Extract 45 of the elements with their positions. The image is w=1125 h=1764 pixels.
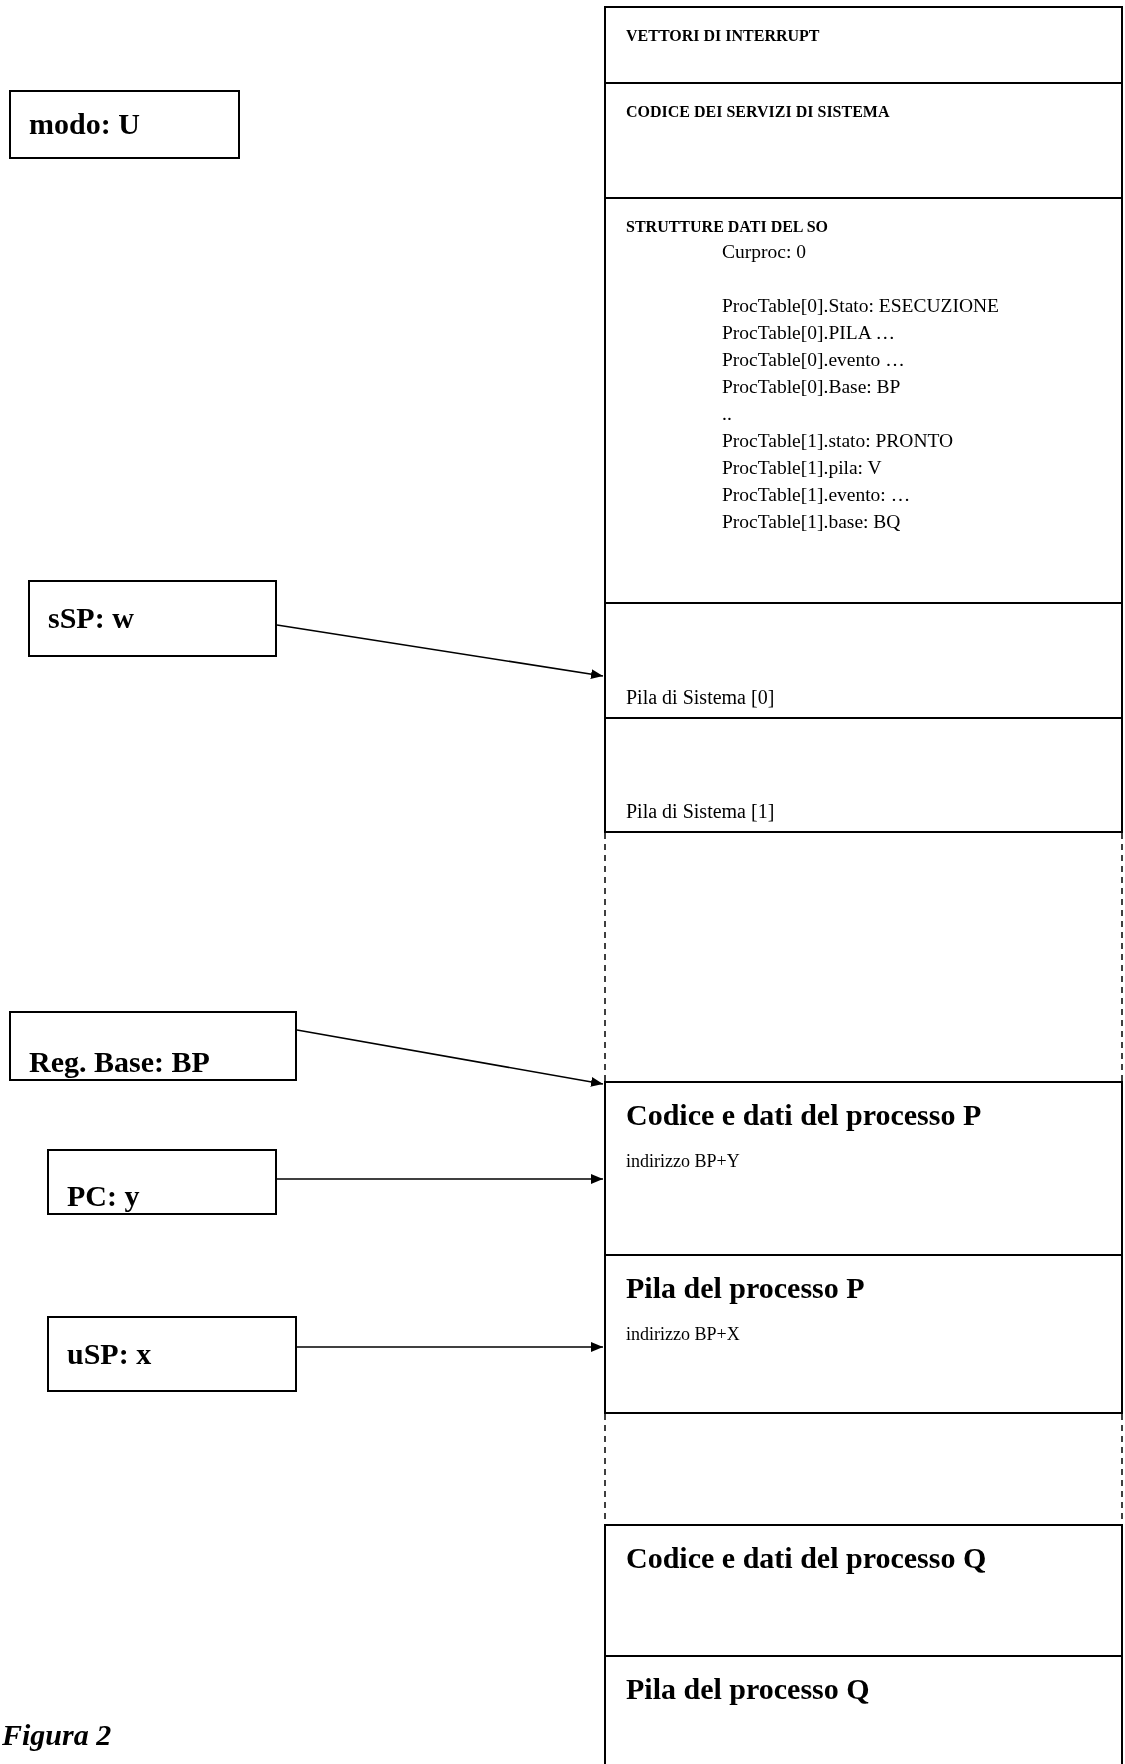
register-box <box>47 1149 277 1215</box>
register-label: Reg. Base: BP <box>29 1044 211 1079</box>
register-box <box>28 580 277 657</box>
register-label: PC: y <box>67 1178 141 1213</box>
memory-entry: ProcTable[0].evento … <box>721 347 906 372</box>
memory-segment <box>604 82 1123 199</box>
register-label: sSP: w <box>48 601 135 636</box>
register-box <box>47 1316 297 1392</box>
memory-segment <box>604 1524 1123 1657</box>
section-heading: STRUTTURE DATI DEL SO <box>626 217 829 237</box>
memory-segment <box>604 1655 1123 1764</box>
figure-caption: Figura 2 <box>2 1718 112 1752</box>
memory-entry: ProcTable[0].PILA … <box>721 320 896 345</box>
section-heading: Codice e dati del processo P <box>626 1097 983 1133</box>
address-label: indirizzo BP+Y <box>626 1151 741 1172</box>
memory-entry: ProcTable[1].base: BQ <box>721 509 902 534</box>
section-heading: Codice e dati del processo Q <box>626 1540 988 1576</box>
arrow <box>296 1029 604 1087</box>
arrow <box>276 624 604 680</box>
memory-entry: ProcTable[1].pila: V <box>721 455 883 480</box>
memory-segment <box>604 602 1123 719</box>
register-label: modo: U <box>29 107 141 142</box>
register-box <box>9 90 240 159</box>
memory-entry: ProcTable[1].evento: … <box>721 482 912 507</box>
section-heading: Pila del processo P <box>626 1270 866 1306</box>
stack-label: Pila di Sistema [1] <box>626 799 776 823</box>
memory-segment <box>604 6 1123 84</box>
stack-label: Pila di Sistema [0] <box>626 685 776 709</box>
memory-segment <box>604 717 1123 833</box>
memory-entry: .. <box>721 401 733 426</box>
register-label: uSP: x <box>67 1336 153 1372</box>
address-label: indirizzo BP+X <box>626 1324 741 1345</box>
memory-entry: ProcTable[0].Base: BP <box>721 374 902 399</box>
arrow <box>276 1174 604 1184</box>
section-heading: Pila del processo Q <box>626 1671 871 1707</box>
memory-segment <box>604 1081 1123 1256</box>
memory-entry: ProcTable[0].Stato: ESECUZIONE <box>721 293 1000 318</box>
memory-entry: Curproc: 0 <box>721 239 807 264</box>
register-box <box>9 1011 297 1081</box>
section-heading: CODICE DEI SERVIZI DI SISTEMA <box>626 102 891 122</box>
memory-entry: ProcTable[1].stato: PRONTO <box>721 428 955 453</box>
memory-segment <box>604 197 1123 604</box>
memory-segment <box>604 1254 1123 1414</box>
section-heading: VETTORI DI INTERRUPT <box>626 26 821 46</box>
arrow <box>296 1342 604 1352</box>
